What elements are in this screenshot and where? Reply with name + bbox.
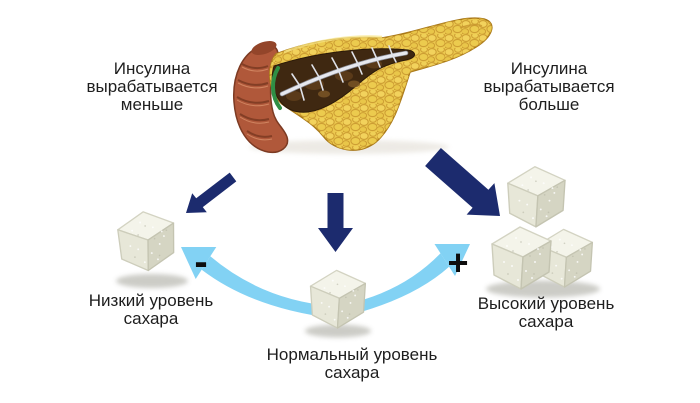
label-line: сахара	[518, 312, 574, 331]
label-sugar-low: Низкий уровень сахара	[89, 292, 213, 328]
label-sugar-high: Высокий уровень сахара	[478, 295, 615, 331]
label-line: сахара	[324, 363, 380, 382]
sugar-cube-low	[116, 209, 178, 274]
label-line: вырабатывается	[86, 77, 218, 96]
plus-sign: +	[447, 242, 469, 283]
duodenum	[233, 41, 289, 154]
sugar-cubes-high	[491, 166, 594, 290]
label-line: вырабатывается	[483, 77, 615, 96]
label-sugar-normal: Нормальный уровень сахара	[267, 346, 438, 382]
label-line: сахара	[123, 309, 179, 328]
sugar-normal-shadow	[305, 324, 371, 338]
pancreas-cutaway	[271, 45, 415, 113]
label-line: больше	[518, 95, 580, 114]
arrow-insulin-less	[186, 172, 237, 213]
label-line: Высокий уровень	[477, 294, 615, 313]
label-line: Инсулина	[510, 59, 588, 78]
pancreas-body	[269, 17, 493, 151]
label-line: Инсулина	[113, 59, 191, 78]
label-line: Нормальный уровень	[266, 345, 438, 364]
curve-arrow-to-low	[181, 247, 332, 318]
arrow-insulin-more	[425, 148, 500, 216]
curve-arrow-to-high	[342, 244, 470, 317]
label-insulin-less: Инсулина вырабатывается меньше	[86, 60, 217, 114]
label-insulin-more: Инсулина вырабатывается больше	[483, 60, 614, 114]
bile-duct	[271, 66, 282, 110]
pancreas-illustration	[233, 17, 493, 154]
arrow-insulin-normal	[318, 193, 353, 252]
label-line: меньше	[120, 95, 184, 114]
sugar-cube-normal	[309, 269, 367, 329]
pancreatic-duct	[279, 45, 409, 101]
label-line: Низкий уровень	[88, 291, 214, 310]
minus-sign: -	[194, 240, 208, 284]
sugar-low-shadow	[116, 274, 188, 288]
